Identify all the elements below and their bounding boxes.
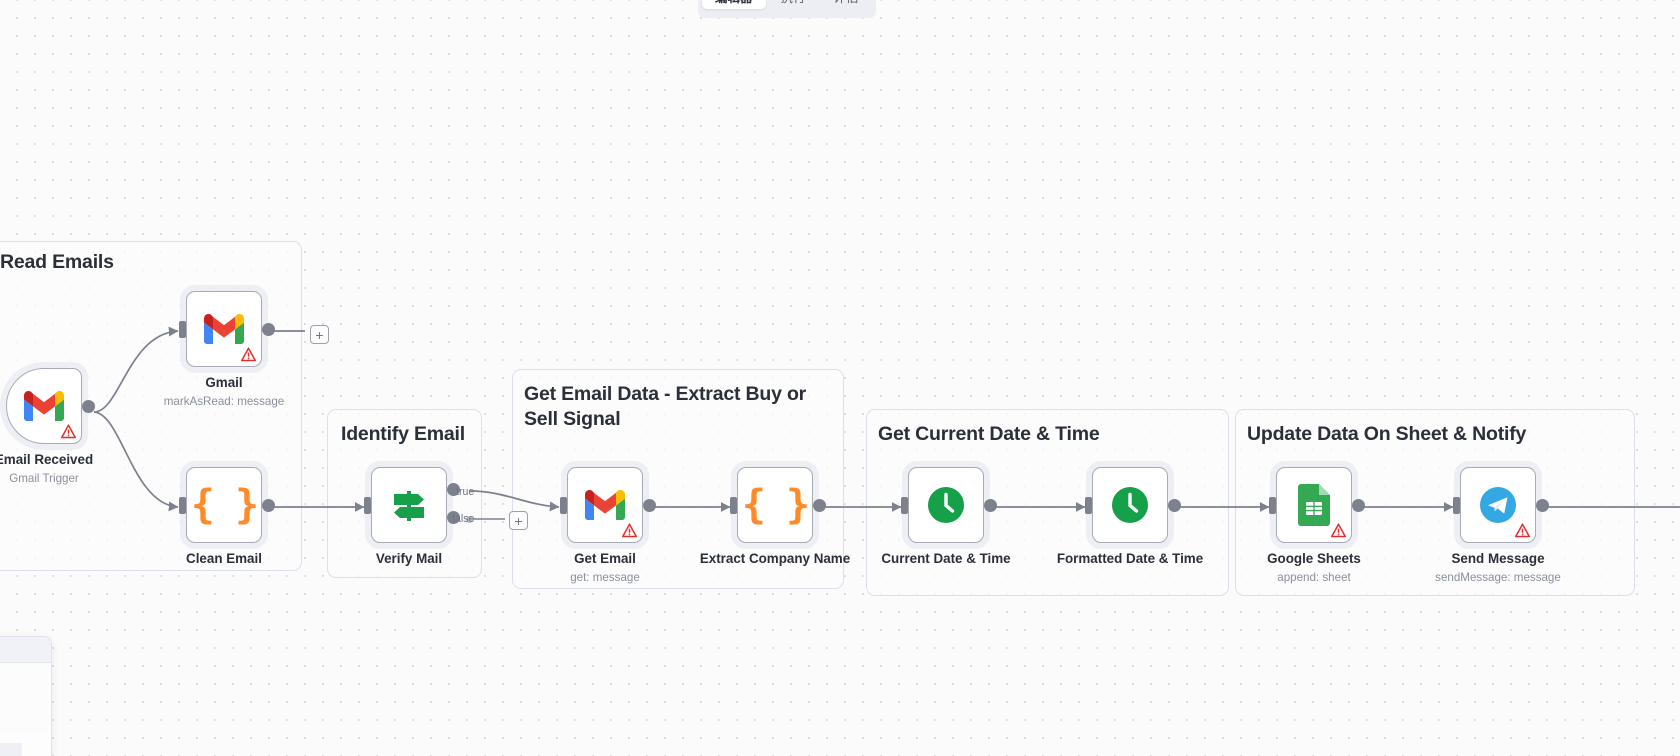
output-port-current-datetime[interactable] [984,499,997,512]
node-current-datetime[interactable]: Current Date & Time [881,467,1011,566]
node-body-extract-company[interactable]: { } [737,467,813,543]
node-label-get-email: Get Email [574,551,636,566]
add-node-button-after-gmail[interactable]: + [310,325,329,344]
node-sublabel-get-email: get: message [570,571,640,584]
edge-label-false: false [452,513,475,525]
google-sheets-icon [1298,484,1330,526]
gmail-icon [204,314,244,344]
add-node-button-after-false[interactable]: + [509,511,528,530]
node-label-verify-mail: Verify Mail [375,551,443,566]
group-title-read-emails: Read Emails [0,251,114,273]
node-get-email[interactable]: Get Email get: message [560,467,656,584]
node-sublabel-send-message: sendMessage: message [1435,571,1561,584]
telegram-icon [1480,487,1516,523]
tab-evaluations[interactable]: 评估 [821,0,872,9]
node-body-get-email[interactable] [567,467,643,543]
input-port-extract-company[interactable] [730,497,737,514]
connector-endpoint-dot [466,516,473,523]
node-gmail[interactable]: Gmail markAsRead: message [164,291,284,408]
node-body-clean-email[interactable]: { } [186,467,262,543]
panel-footer [0,743,22,756]
edge-label-true: true [456,486,475,498]
warning-icon[interactable] [1515,523,1530,538]
node-google-sheets[interactable]: Google Sheets append: sheet [1267,467,1365,584]
group-title-get-email-data: Get Email Data - Extract Buy or Sell Sig… [524,383,807,430]
node-label-google-sheets: Google Sheets [1267,551,1361,566]
output-port-clean-email[interactable] [262,499,275,512]
node-label-current-datetime: Current Date & Time [881,551,1011,566]
node-label-clean-email: Clean Email [186,551,262,566]
node-body-verify-mail[interactable] [371,467,447,543]
warning-icon[interactable] [622,523,637,538]
panel-header [0,637,51,663]
node-sublabel-google-sheets: append: sheet [1277,571,1351,584]
node-label-send-message: Send Message [1451,551,1545,566]
clock-icon [928,487,964,523]
node-body-email-received[interactable] [6,368,82,444]
node-body-current-datetime[interactable] [908,467,984,543]
node-label-email-received: Email Received [0,452,94,467]
node-label-extract-company: Extract Company Name [699,551,851,566]
clock-icon [1112,487,1148,523]
output-port-gmail[interactable] [262,323,275,336]
workflow-view-tabs[interactable]: 编辑器 执行 评估 [698,0,876,18]
node-clean-email[interactable]: { } Clean Email [179,467,275,566]
input-port-clean-email[interactable] [179,497,186,514]
node-body-gmail[interactable] [186,291,262,367]
tab-executions[interactable]: 执行 [768,0,819,9]
group-title-identify-email: Identify Email [341,423,465,445]
output-port-email-received[interactable] [82,400,95,413]
node-extract-company[interactable]: { } Extract Company Name [700,467,850,566]
input-port-verify-mail[interactable] [364,497,371,514]
input-port-get-email[interactable] [560,497,567,514]
bottom-left-panel[interactable] [0,636,52,756]
output-port-get-email[interactable] [643,499,656,512]
node-sublabel-email-received: Gmail Trigger [9,472,79,485]
node-sublabel-gmail: markAsRead: message [163,395,285,408]
warning-icon[interactable] [1331,523,1346,538]
gmail-icon [24,391,64,421]
output-port-verify-mail-true[interactable] [447,483,460,496]
input-port-send-message[interactable] [1453,497,1460,514]
input-port-google-sheets[interactable] [1269,497,1276,514]
node-body-google-sheets[interactable] [1276,467,1352,543]
warning-icon[interactable] [241,347,256,362]
code-braces-icon: { } [741,482,810,528]
input-port-gmail[interactable] [179,321,186,338]
warning-icon[interactable] [61,424,76,439]
node-label-formatted-datetime: Formatted Date & Time [1056,551,1204,566]
node-body-formatted-datetime[interactable] [1092,467,1168,543]
tab-editor[interactable]: 编辑器 [702,0,766,10]
node-verify-mail[interactable]: Verify Mail [364,467,460,566]
node-label-gmail: Gmail [205,375,243,390]
output-port-extract-company[interactable] [813,499,826,512]
output-port-formatted-datetime[interactable] [1168,499,1181,512]
code-braces-icon: { } [190,482,259,528]
output-port-google-sheets[interactable] [1352,499,1365,512]
panel-body [0,663,51,733]
group-title-get-current-date: Get Current Date & Time [878,423,1100,445]
node-send-message[interactable]: Send Message sendMessage: message [1435,467,1561,584]
gmail-icon [585,490,625,520]
node-formatted-datetime[interactable]: Formatted Date & Time [1057,467,1203,566]
node-body-send-message[interactable] [1460,467,1536,543]
output-port-send-message[interactable] [1536,499,1549,512]
output-port-verify-mail-false[interactable] [447,511,460,524]
input-port-current-datetime[interactable] [901,497,908,514]
group-title-update-data-sheet: Update Data On Sheet & Notify [1247,423,1527,445]
input-port-formatted-datetime[interactable] [1085,497,1092,514]
signpost-icon [394,491,424,521]
